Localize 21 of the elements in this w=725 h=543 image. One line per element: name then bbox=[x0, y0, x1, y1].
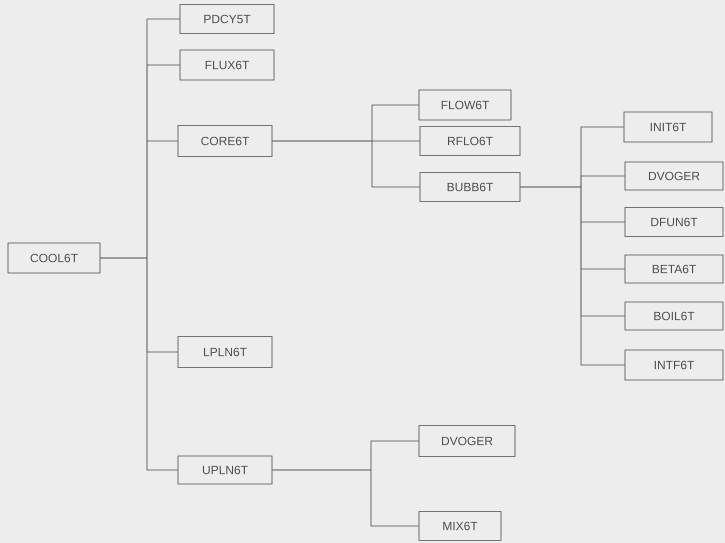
connector-line bbox=[520, 186, 625, 366]
process-box: DVOGER bbox=[418, 425, 516, 457]
process-box: FLUX6T bbox=[180, 50, 274, 80]
process-box: DFUN6T bbox=[624, 207, 724, 237]
connector-line bbox=[100, 258, 178, 470]
process-box: LPLN6T bbox=[178, 336, 272, 368]
process-box: CORE6T bbox=[178, 125, 272, 157]
process-box: COOL6T bbox=[8, 242, 100, 274]
process-box: FLOW6T bbox=[418, 90, 512, 120]
connector-line bbox=[272, 470, 419, 526]
process-box: DVOGER bbox=[624, 162, 724, 190]
process-box: PDCY5T bbox=[180, 4, 274, 34]
connector-line bbox=[272, 140, 420, 188]
process-box: INIT6T bbox=[624, 112, 712, 142]
process-box: BETA6T bbox=[624, 254, 724, 284]
process-box: MIX6T bbox=[418, 511, 502, 541]
process-box: BOIL6T bbox=[624, 302, 724, 330]
process-box: RFLO6T bbox=[420, 126, 520, 156]
process-box: INTF6T bbox=[624, 350, 724, 380]
process-box: UPLN6T bbox=[178, 456, 272, 484]
process-box: BUBB6T bbox=[420, 172, 520, 202]
